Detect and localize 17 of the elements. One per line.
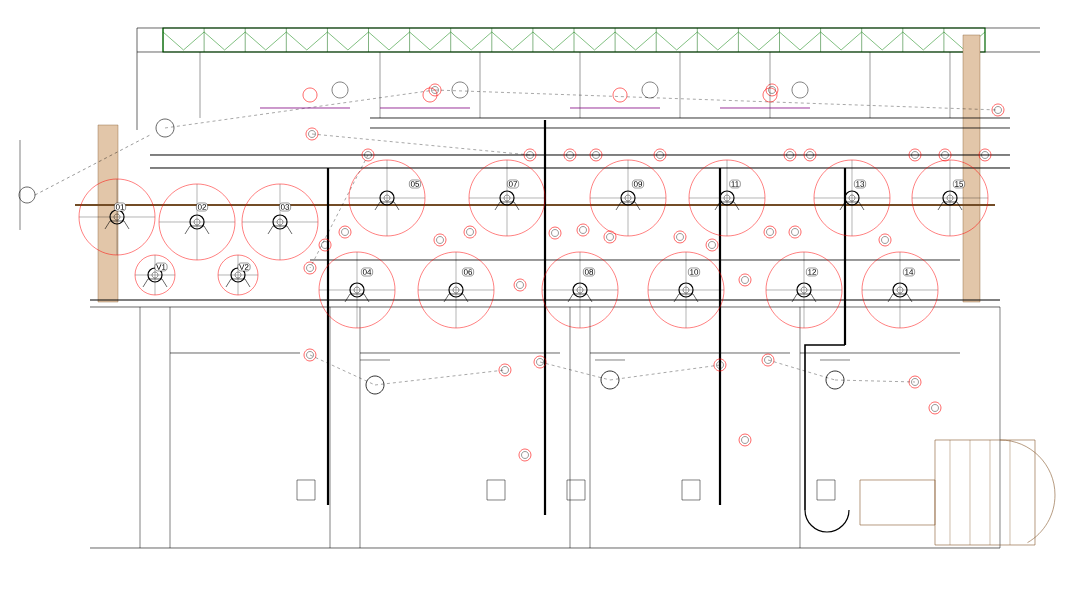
dryer-cylinder: 10 [647,251,725,329]
dryer-cylinder: 11 [688,159,766,237]
dryer-cylinder: 09 [589,159,667,237]
dryer-cylinder: 06 [417,251,495,329]
dryer-cylinder: 14 [861,251,939,329]
dryer-cylinder: 02 [158,183,236,261]
dryer-cylinder: 01 [78,178,156,256]
dryer-cylinder: 03 [241,183,319,261]
dryer-cylinder: 12 [765,251,843,329]
dryer-cylinder: 15 [911,159,989,237]
dryer-cylinder: V2 [217,254,259,296]
dryer-cylinder: 04 [318,251,396,329]
dryer-cylinder: 08 [541,251,619,329]
dryer-cylinder: 05 [348,159,426,237]
dryer-cylinder: 07 [468,159,546,237]
dryer-cylinder: 13 [813,159,891,237]
dryer-cylinder: V1 [134,254,176,296]
